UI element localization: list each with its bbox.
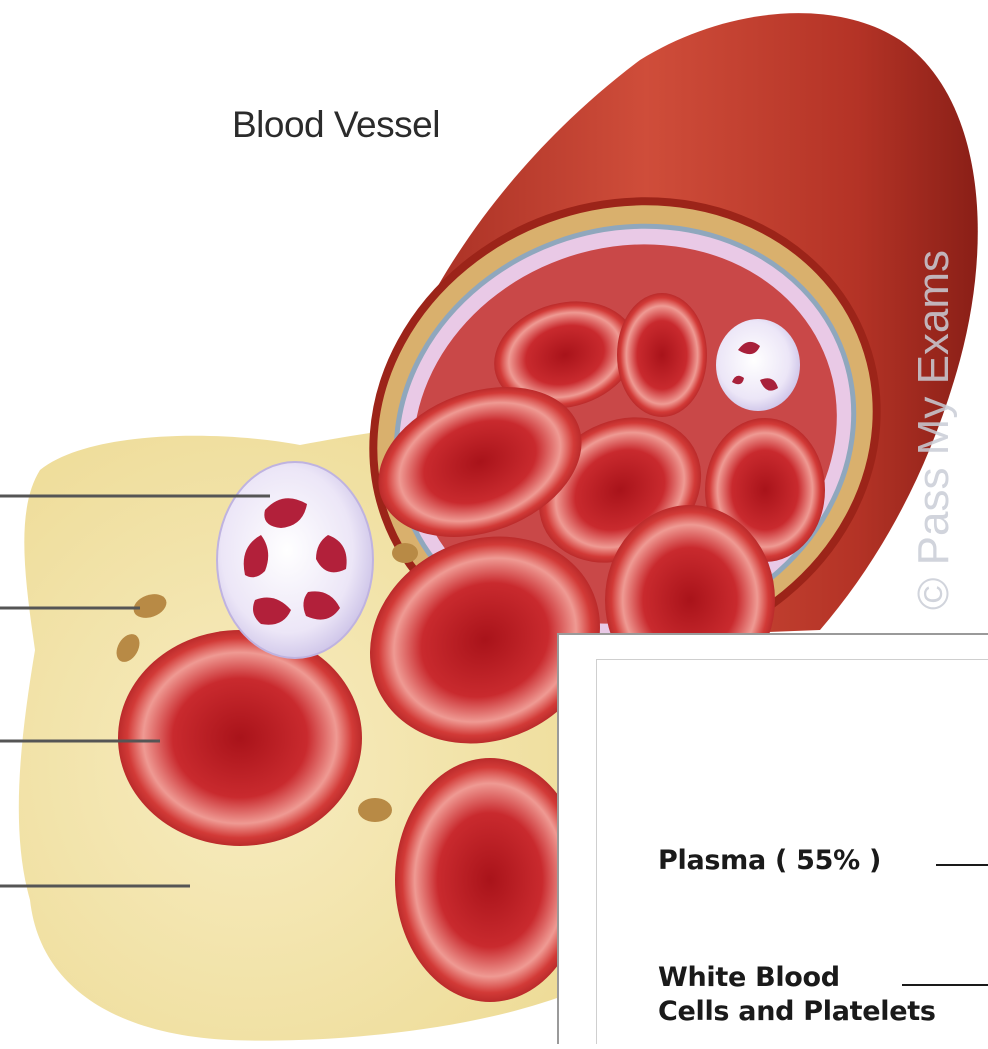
legend-leader-plasma	[936, 864, 988, 866]
legend-label-white-blood: White Blood	[658, 962, 840, 993]
platelet-icon	[358, 798, 392, 822]
watermark: © Pass My Exams	[909, 250, 958, 610]
white-blood-cell-icon	[716, 319, 800, 411]
red-blood-cell-icon	[118, 630, 362, 846]
legend-label-cells-platelets: Cells and Platelets	[658, 996, 936, 1027]
platelet-icon	[392, 543, 418, 563]
legend-label-plasma: Plasma ( 55% )	[658, 845, 881, 876]
diagram-title: Blood Vessel	[232, 104, 440, 145]
red-blood-cell-icon	[617, 293, 707, 417]
legend-leader-white-blood	[902, 984, 988, 986]
white-blood-cell-icon	[217, 462, 373, 658]
legend-inset: Plasma ( 55% ) White Blood Cells and Pla…	[557, 633, 988, 1044]
